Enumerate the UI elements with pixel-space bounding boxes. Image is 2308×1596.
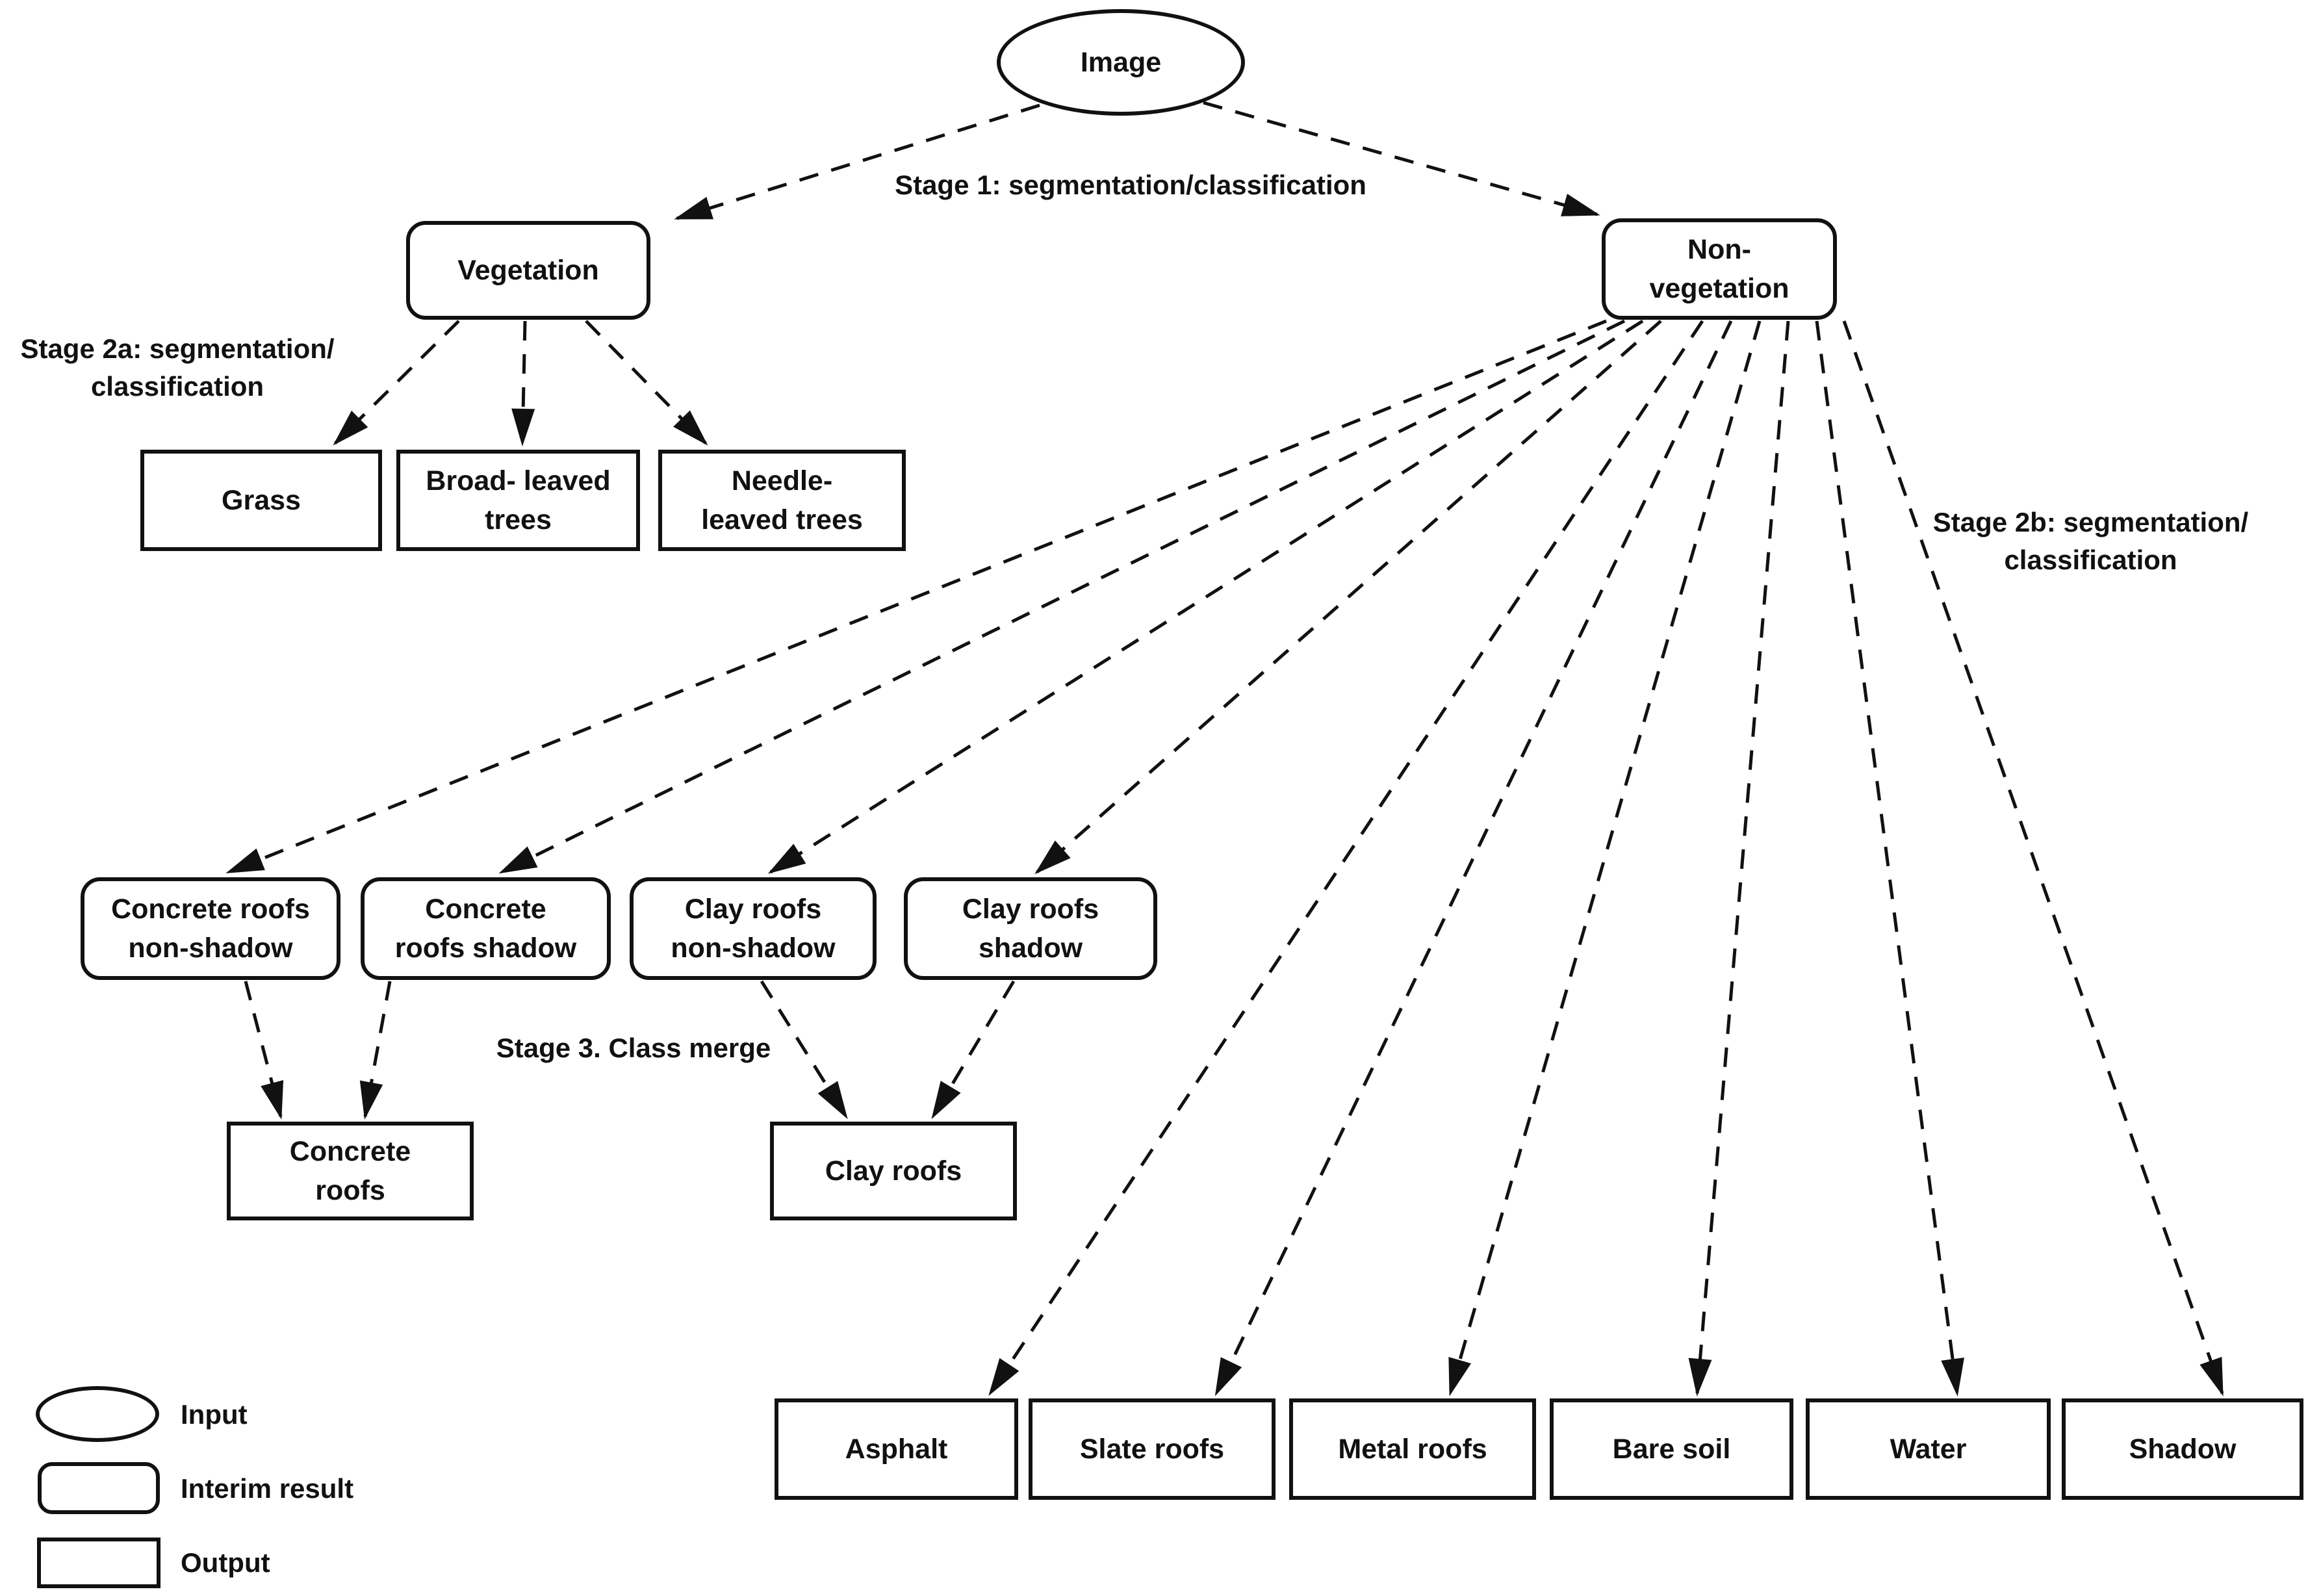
node-image-label: Image <box>1080 47 1162 78</box>
legend-interim-shape <box>38 1462 160 1514</box>
arrow-nonveg-to-water <box>1815 320 1964 1396</box>
node-broad-leaved-line1: Broad- leaved <box>426 465 611 496</box>
arrow-nonveg-to-bare-soil <box>1688 320 1790 1396</box>
label-stage2a-line2: classification <box>90 371 264 402</box>
node-clay-roofs-label: Clay roofs <box>825 1155 962 1187</box>
node-clay-ns-line1: Clay roofs <box>684 894 822 925</box>
label-stage1: Stage 1: segmentation/classification <box>874 166 1387 204</box>
node-slate-roofs: Slate roofs <box>1029 1398 1276 1500</box>
node-clay-ns-line2: non-shadow <box>671 933 836 964</box>
node-concrete-roofs-non-shadow: Concrete roofs non-shadow <box>81 877 340 980</box>
node-water: Water <box>1806 1398 2051 1500</box>
node-concrete-roofs-line1: Concrete <box>289 1136 411 1167</box>
node-grass: Grass <box>140 450 382 551</box>
arrow-nonveg-to-clay-roofs-non-shadow <box>767 319 1644 874</box>
node-clay-roofs: Clay roofs <box>770 1122 1017 1220</box>
legend-input-label: Input <box>181 1399 248 1430</box>
arrow-vegetation-to-needle-leaved-trees <box>585 320 708 446</box>
node-slate-roofs-label: Slate roofs <box>1079 1434 1225 1465</box>
node-clay-roofs-shadow: Clay roofs shadow <box>904 877 1157 980</box>
node-image: Image <box>997 9 1245 116</box>
legend-input-shape <box>36 1386 159 1442</box>
label-stage3-text: Stage 3. Class merge <box>496 1033 771 1063</box>
label-stage2b-line2: classification <box>2004 545 2177 575</box>
arrow-clay-shadow-to-clay-roofs <box>931 980 1016 1120</box>
arrow-concrete-shadow-to-concrete-roofs <box>359 981 392 1120</box>
node-non-vegetation: Non- vegetation <box>1602 218 1837 320</box>
node-clay-s-line1: Clay roofs <box>962 894 1099 925</box>
label-stage2a-line1: Stage 2a: segmentation/ <box>20 333 335 364</box>
node-clay-roofs-non-shadow: Clay roofs non-shadow <box>630 877 877 980</box>
node-bare-soil-label: Bare soil <box>1612 1434 1731 1465</box>
node-bare-soil: Bare soil <box>1550 1398 1793 1500</box>
arrow-nonveg-to-concrete-roofs-shadow <box>498 319 1626 874</box>
node-concrete-roofs-line2: roofs <box>315 1175 385 1206</box>
label-stage2a: Stage 2a: segmentation/ classification <box>5 330 350 405</box>
arrow-nonveg-to-clay-roofs-shadow <box>1034 320 1662 875</box>
node-concrete-ns-line1: Concrete roofs <box>111 894 310 925</box>
arrow-nonveg-to-shadow <box>1842 320 2224 1396</box>
label-stage2b: Stage 2b: segmentation/ classification <box>1914 504 2268 579</box>
arrow-clay-non-shadow-to-clay-roofs <box>760 980 848 1120</box>
node-grass-label: Grass <box>222 485 301 516</box>
node-needle-leaved-line2: leaved trees <box>701 504 863 535</box>
node-broad-leaved-trees: Broad- leaved trees <box>396 450 640 551</box>
node-shadow: Shadow <box>2062 1398 2303 1500</box>
arrow-nonveg-to-asphalt <box>988 320 1704 1396</box>
node-water-label: Water <box>1890 1434 1967 1465</box>
node-concrete-s-line1: Concrete <box>425 894 546 925</box>
arrow-vegetation-to-broad-leaved-trees <box>511 320 535 446</box>
legend-output-shape <box>37 1538 160 1588</box>
arrow-nonveg-to-concrete-roofs-non-shadow <box>225 319 1607 874</box>
node-broad-leaved-line2: trees <box>485 504 552 535</box>
node-non-vegetation-line2: vegetation <box>1649 273 1789 304</box>
node-asphalt-label: Asphalt <box>845 1434 948 1465</box>
node-asphalt: Asphalt <box>775 1398 1018 1500</box>
node-concrete-ns-line2: non-shadow <box>128 933 293 964</box>
arrow-concrete-non-shadow-to-concrete-roofs <box>244 981 284 1120</box>
node-vegetation-label: Vegetation <box>457 255 599 286</box>
node-metal-roofs: Metal roofs <box>1289 1398 1536 1500</box>
node-metal-roofs-label: Metal roofs <box>1338 1434 1487 1465</box>
node-needle-leaved-line1: Needle- <box>731 465 833 496</box>
node-shadow-label: Shadow <box>2129 1434 2237 1465</box>
node-concrete-roofs: Concrete roofs <box>227 1122 474 1220</box>
legend-output-label: Output <box>181 1547 270 1578</box>
legend-interim-label: Interim result <box>181 1473 354 1504</box>
label-stage2b-line1: Stage 2b: segmentation/ <box>1932 507 2249 537</box>
node-concrete-roofs-shadow: Concrete roofs shadow <box>361 877 611 980</box>
arrow-nonveg-to-metal-roofs <box>1448 320 1762 1396</box>
node-needle-leaved-trees: Needle- leaved trees <box>658 450 906 551</box>
arrow-vegetation-to-grass <box>333 320 460 446</box>
node-vegetation: Vegetation <box>406 221 650 320</box>
node-concrete-s-line2: roofs shadow <box>394 933 577 964</box>
node-clay-s-line2: shadow <box>978 933 1083 964</box>
label-stage1-text: Stage 1: segmentation/classification <box>895 170 1366 200</box>
arrow-image-to-non-vegetation <box>1203 101 1600 216</box>
node-non-vegetation-line1: Non- <box>1687 234 1751 265</box>
label-stage3: Stage 3. Class merge <box>481 1029 786 1067</box>
arrow-image-to-vegetation <box>674 103 1040 220</box>
